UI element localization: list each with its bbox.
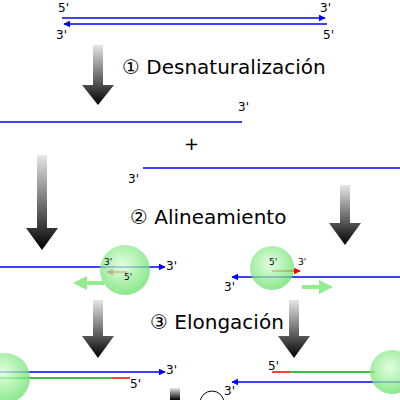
- step-label: ③ Elongación: [150, 312, 284, 332]
- primer: [112, 377, 130, 379]
- strand-end-label: 3': [166, 364, 177, 376]
- dna-strands: [0, 18, 400, 382]
- strand-end-label: 5': [124, 273, 132, 282]
- strand-end-label: 5': [130, 378, 141, 390]
- strand-end-label: 3': [224, 281, 235, 293]
- strand-end-label: 3': [298, 258, 306, 267]
- polymerase: [370, 350, 400, 394]
- strand-end-label: 3': [104, 258, 112, 267]
- direction-arrow: [80, 281, 104, 285]
- dna-strand: [62, 17, 325, 19]
- step-arrow: [82, 45, 114, 105]
- strand-end-label: 5': [323, 29, 334, 41]
- polymerases: [0, 245, 400, 400]
- strand-end-label: 3': [320, 2, 331, 14]
- step-arrow: [82, 300, 114, 358]
- polymerase: [0, 353, 30, 400]
- strand-end-label: 5': [58, 2, 69, 14]
- step-arrow: [26, 155, 58, 250]
- dna-strand: [143, 167, 400, 169]
- direction-arrow: [302, 285, 326, 289]
- new-strand: [290, 371, 375, 373]
- strand-end-label: 3': [166, 260, 177, 272]
- dna-strand: [0, 121, 242, 123]
- strand-end-label: 5': [268, 360, 279, 372]
- step-label: ① Desnaturalización: [122, 57, 326, 77]
- polymerase: [250, 246, 294, 290]
- strand-end-label: 3': [128, 173, 139, 185]
- dna-strand: [64, 23, 327, 25]
- strand-end-label: 3': [238, 101, 249, 113]
- step-arrow: [170, 388, 180, 400]
- strand-end-label: 3': [56, 29, 67, 41]
- plus-sign: +: [184, 135, 199, 153]
- step-number-circle: [200, 391, 224, 400]
- step-arrows: [26, 45, 361, 400]
- strand-end-label: 3': [224, 385, 235, 397]
- step-label: ② Alineamiento: [130, 207, 286, 227]
- strand-end-label: 5': [269, 258, 277, 267]
- step-arrow: [329, 185, 361, 245]
- polymerase: [100, 245, 150, 295]
